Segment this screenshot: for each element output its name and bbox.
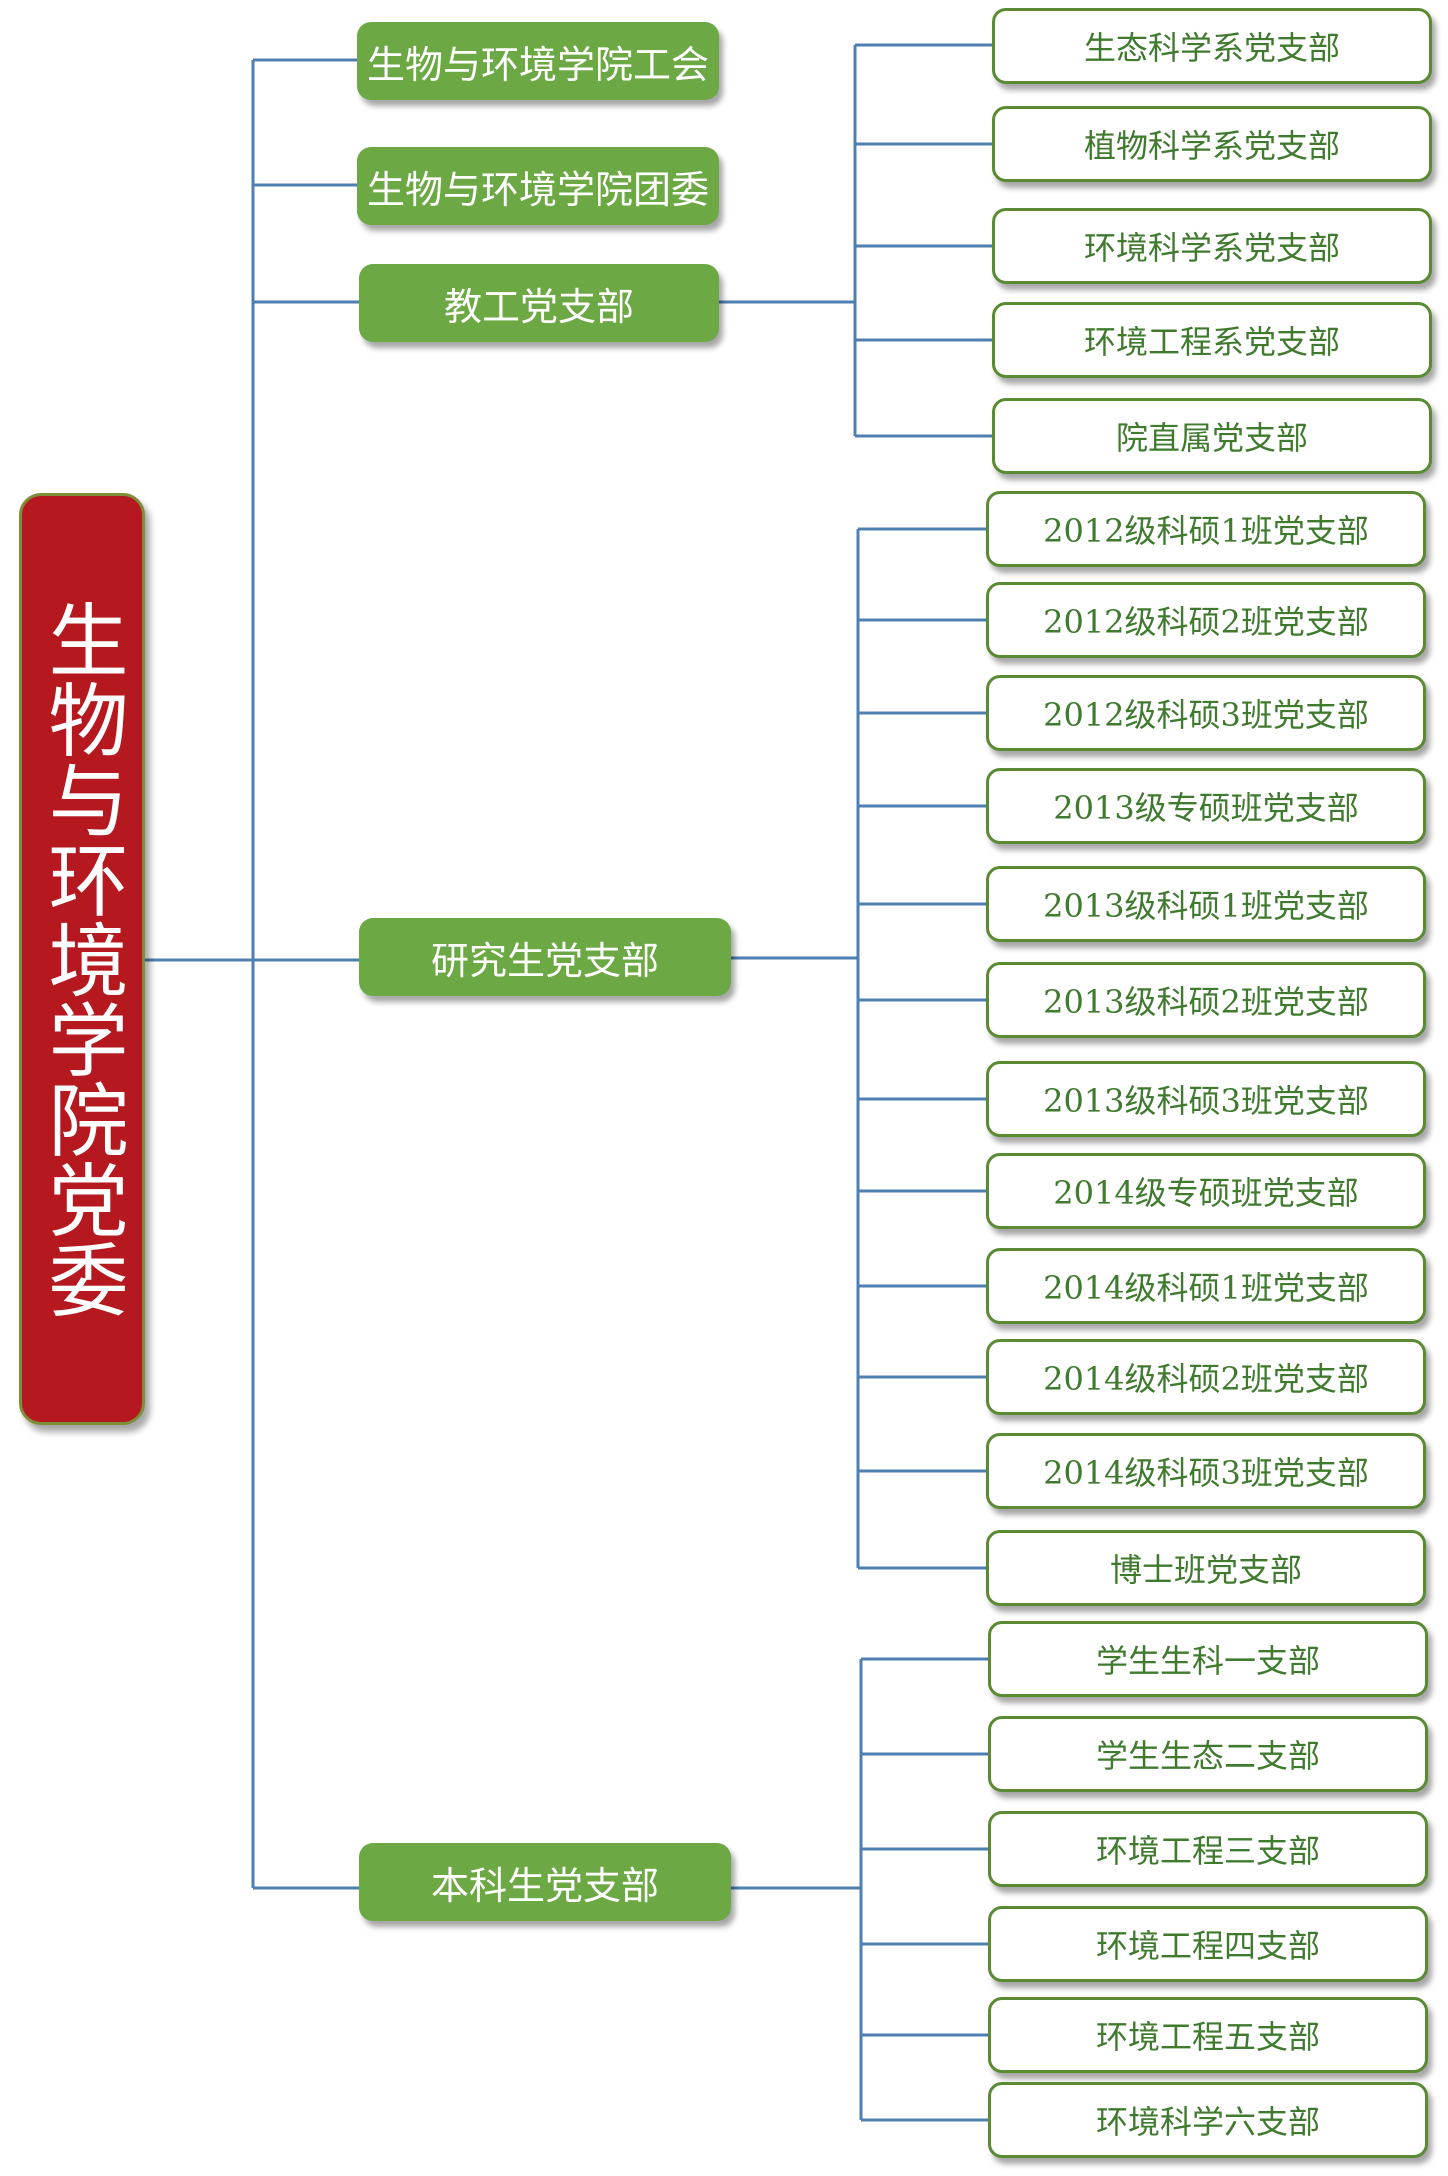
leaf-grad-8: 2014级专硕班党支部	[986, 1153, 1426, 1229]
root-node: 生物与环境学院党委	[19, 493, 145, 1425]
leaf-undergrad-6: 环境科学六支部	[988, 2082, 1428, 2158]
leaf-staff-4: 环境工程系党支部	[992, 302, 1432, 378]
leaf-staff-5: 院直属党支部	[992, 398, 1432, 474]
root-label: 生物与环境学院党委	[35, 599, 129, 1319]
branch-undergraduate-party: 本科生党支部	[359, 1843, 731, 1921]
leaf-staff-1: 生态科学系党支部	[992, 8, 1432, 84]
leaf-undergrad-5: 环境工程五支部	[988, 1997, 1428, 2073]
leaf-grad-3: 2012级科硕3班党支部	[986, 675, 1426, 751]
leaf-grad-1: 2012级科硕1班党支部	[986, 491, 1426, 567]
leaf-grad-5: 2013级科硕1班党支部	[986, 866, 1426, 942]
branch-graduate-party: 研究生党支部	[359, 918, 731, 996]
leaf-grad-9: 2014级科硕1班党支部	[986, 1248, 1426, 1324]
leaf-grad-10: 2014级科硕2班党支部	[986, 1339, 1426, 1415]
branch-union: 生物与环境学院工会	[357, 22, 719, 100]
leaf-grad-6: 2013级科硕2班党支部	[986, 962, 1426, 1038]
leaf-undergrad-3: 环境工程三支部	[988, 1811, 1428, 1887]
leaf-staff-2: 植物科学系党支部	[992, 106, 1432, 182]
leaf-undergrad-1: 学生生科一支部	[988, 1621, 1428, 1697]
branch-youth-league: 生物与环境学院团委	[357, 147, 719, 225]
leaf-undergrad-2: 学生生态二支部	[988, 1716, 1428, 1792]
leaf-staff-3: 环境科学系党支部	[992, 208, 1432, 284]
leaf-grad-4: 2013级专硕班党支部	[986, 768, 1426, 844]
leaf-undergrad-4: 环境工程四支部	[988, 1906, 1428, 1982]
leaf-grad-11: 2014级科硕3班党支部	[986, 1433, 1426, 1509]
branch-staff-party: 教工党支部	[359, 264, 719, 342]
leaf-grad-12: 博士班党支部	[986, 1530, 1426, 1606]
leaf-grad-2: 2012级科硕2班党支部	[986, 582, 1426, 658]
leaf-grad-7: 2013级科硕3班党支部	[986, 1061, 1426, 1137]
